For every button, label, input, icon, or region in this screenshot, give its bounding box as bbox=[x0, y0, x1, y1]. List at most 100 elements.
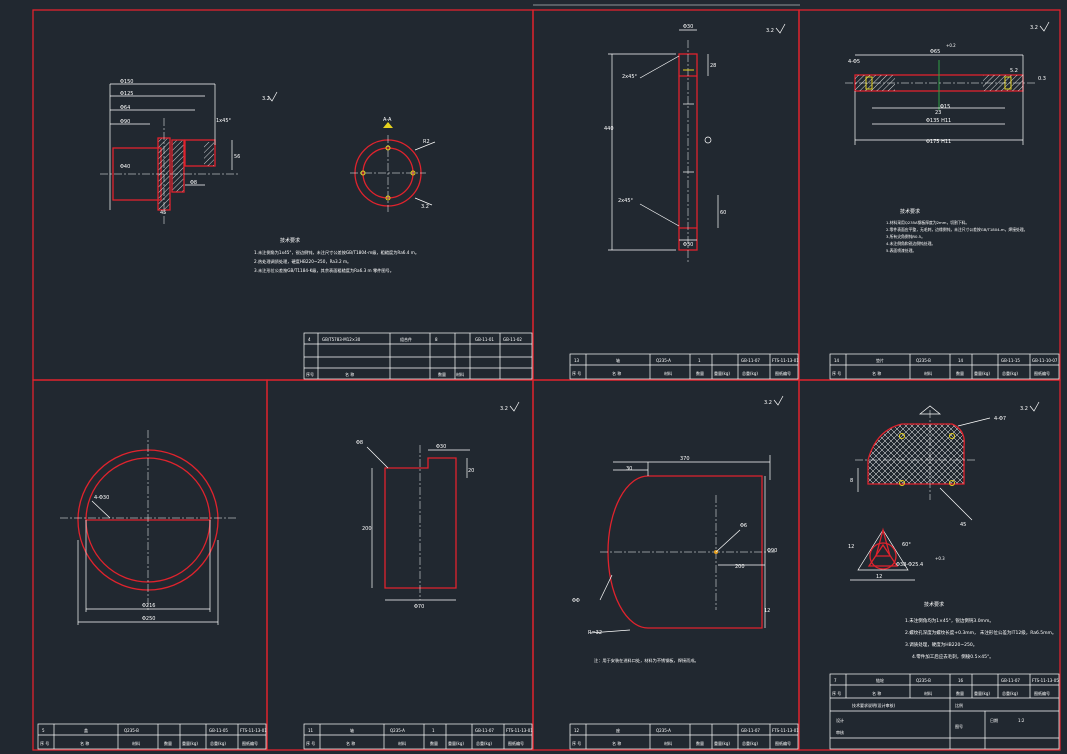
sheet-a-label: 3.2 bbox=[421, 204, 429, 210]
title-cell: Q235-A bbox=[390, 728, 405, 733]
sheet-f-seat: 370 Φ6 R=32 ΦΦ Φ90 12 200 30 注：用于安装在进料口处… bbox=[569, 395, 799, 750]
title-cell: GB-11-01 bbox=[475, 337, 494, 342]
title-cell: 材料 bbox=[924, 370, 932, 376]
title-cell: 名 称 bbox=[872, 370, 881, 376]
section-title: A-A bbox=[383, 117, 392, 123]
sheet-frames bbox=[32, 4, 1061, 751]
title-cell: 垫片 bbox=[876, 357, 884, 363]
title-cell: 图号 bbox=[955, 723, 963, 729]
title-cell: 名 称 bbox=[345, 371, 354, 377]
title-cell: 重量(kg) bbox=[182, 740, 198, 746]
title-cell: 13 bbox=[574, 358, 580, 363]
sheet-g-label: 45 bbox=[960, 522, 966, 528]
title-cell: GB-11-15 bbox=[1001, 358, 1020, 363]
title-cell: 16 bbox=[958, 678, 964, 683]
sheet-c-label: Φ65 bbox=[930, 49, 940, 55]
sheet-e-label: 200 bbox=[362, 526, 372, 532]
sheet-f-note: 注：用于安装在进料口处，材料为不锈钢板，焊接而成。 bbox=[594, 657, 699, 664]
title-cell: Q235-B bbox=[124, 728, 139, 733]
title-cell: 序 号 bbox=[572, 740, 581, 746]
sheet-e-label: Φ30 bbox=[436, 444, 446, 450]
note-line: 4.未注倒角和锐边倒钝处理。 bbox=[886, 241, 935, 246]
title-cell: 12 bbox=[574, 728, 580, 733]
sheet-c-label: +0.2 bbox=[946, 43, 956, 48]
note-line: 1.材料采用Q235A钢板厚度为2mm，切割下料。 bbox=[886, 220, 969, 225]
title-cell: 重量(kg) bbox=[714, 740, 730, 746]
sheet-f-label: 370 bbox=[680, 456, 690, 462]
notes-title: 技术要求 bbox=[900, 208, 920, 215]
sheet-a-label: R2 bbox=[423, 139, 430, 145]
sheet-a-label: Φ125 bbox=[120, 91, 133, 97]
sheet-g-label: 4-Φ7 bbox=[994, 416, 1006, 422]
title-cell: 数量 bbox=[696, 370, 704, 376]
sheet-a-label: 56 bbox=[234, 154, 240, 160]
title-cell: 总重(kg) bbox=[742, 740, 758, 746]
title-cell: GB/T5783-M12×30 bbox=[322, 337, 361, 342]
title-cell: FTS-11-13-05 bbox=[1032, 678, 1059, 683]
title-cell: 链轮 bbox=[876, 677, 884, 683]
notes-title: 技术要求 bbox=[924, 601, 944, 608]
title-cell: 序 号 bbox=[832, 370, 841, 376]
title-cell: FTS-11-13-01 bbox=[772, 358, 799, 363]
title-cell: FTS-11-13-01 bbox=[506, 728, 533, 733]
sheet-a-label: 45 bbox=[160, 210, 166, 216]
title-cell: 1 bbox=[432, 728, 435, 733]
title-cell: 数量 bbox=[696, 740, 704, 746]
note-line: 2.螺纹孔深度为螺纹长度+0.3mm， 未注形位公差为IT12级，Ra6.5mm… bbox=[905, 629, 1056, 636]
title-cell: Q235-B bbox=[916, 678, 931, 683]
title-cell: 重量(kg) bbox=[448, 740, 464, 746]
title-cell: 数量 bbox=[164, 740, 172, 746]
sheet-e-label: Φ8 bbox=[356, 440, 363, 446]
sheet-g-label: 60° bbox=[902, 542, 911, 548]
title-cell: GB-11-05 bbox=[209, 728, 228, 733]
title-cell: GB-11-10-07 bbox=[1032, 358, 1058, 363]
title-cell: 审核 bbox=[836, 729, 844, 735]
sheet-g-tooth-profile: Φ38-Φ25.4 60° 12 12 +0.3 bbox=[848, 527, 945, 581]
title-cell: 材料 bbox=[924, 690, 932, 696]
title-cell: 总重(kg) bbox=[1002, 370, 1018, 376]
title-cell: 8 bbox=[435, 337, 438, 342]
title-cell: GB-11-02 bbox=[503, 337, 522, 342]
sheet-e-label: 20 bbox=[468, 468, 474, 474]
sheet-a-label: Φ8 bbox=[190, 180, 197, 186]
title-cell: 技术要求说明(设计审核) bbox=[852, 702, 896, 708]
title-cell: Q235-A bbox=[656, 728, 671, 733]
sheet-a-circular-view: A-A R2 3.2 bbox=[350, 117, 436, 212]
title-cell: GB-11-07 bbox=[1001, 678, 1020, 683]
sheet-d-label: 4-Φ30 bbox=[94, 495, 109, 501]
title-cell: 序号 bbox=[306, 371, 314, 377]
sheet-b-shaft: Φ30 2x45° 28 440 2x45° 60 Φ30 3.2 13 轴 Q… bbox=[569, 23, 799, 380]
roughness-symbol: 3.2 bbox=[766, 28, 774, 34]
sheet-b-label: 28 bbox=[710, 63, 716, 69]
title-cell: 序 号 bbox=[832, 690, 841, 696]
title-cell: 图纸编号 bbox=[242, 740, 258, 746]
title-cell: 序 号 bbox=[572, 370, 581, 376]
sheet-b-label: 440 bbox=[604, 126, 614, 132]
sheet-b-label: Φ30 bbox=[683, 24, 693, 30]
sheet-c-title-block: 14 垫片 Q235-B 14 GB-11-15 GB-11-10-07 序 号… bbox=[829, 353, 1060, 380]
title-cell: 材料 bbox=[398, 740, 406, 746]
title-cell: 图纸编号 bbox=[1034, 690, 1050, 696]
title-cell: 材料 bbox=[664, 740, 672, 746]
sheet-c-label: Φ175 H11 bbox=[926, 139, 951, 145]
sheet-g-label: +0.3 bbox=[935, 556, 945, 561]
title-cell: 名 称 bbox=[80, 740, 89, 746]
title-cell: 材料 bbox=[132, 740, 140, 746]
title-cell: 图纸编号 bbox=[775, 370, 791, 376]
sheet-a-label: Φ150 bbox=[120, 79, 133, 85]
title-cell: 重量(kg) bbox=[974, 690, 990, 696]
title-cell: 重量(kg) bbox=[974, 370, 990, 376]
title-cell: 设计 bbox=[836, 717, 844, 723]
title-cell: GB-11-07 bbox=[741, 358, 760, 363]
sheet-c-label: 0.3 bbox=[1038, 76, 1046, 82]
title-cell: 4 bbox=[308, 337, 311, 342]
note-line: 3.调质处理，硬度为HB220~250。 bbox=[905, 641, 977, 648]
notes-title: 技术要求 bbox=[280, 237, 300, 244]
sheet-a-label: Φ40 bbox=[120, 164, 130, 170]
title-cell: 盖 bbox=[84, 727, 88, 733]
title-cell: GB-11-07 bbox=[475, 728, 494, 733]
title-cell: 名 称 bbox=[612, 370, 621, 376]
sheet-f-label: 30 bbox=[626, 466, 632, 472]
title-cell: 名 称 bbox=[872, 690, 881, 696]
